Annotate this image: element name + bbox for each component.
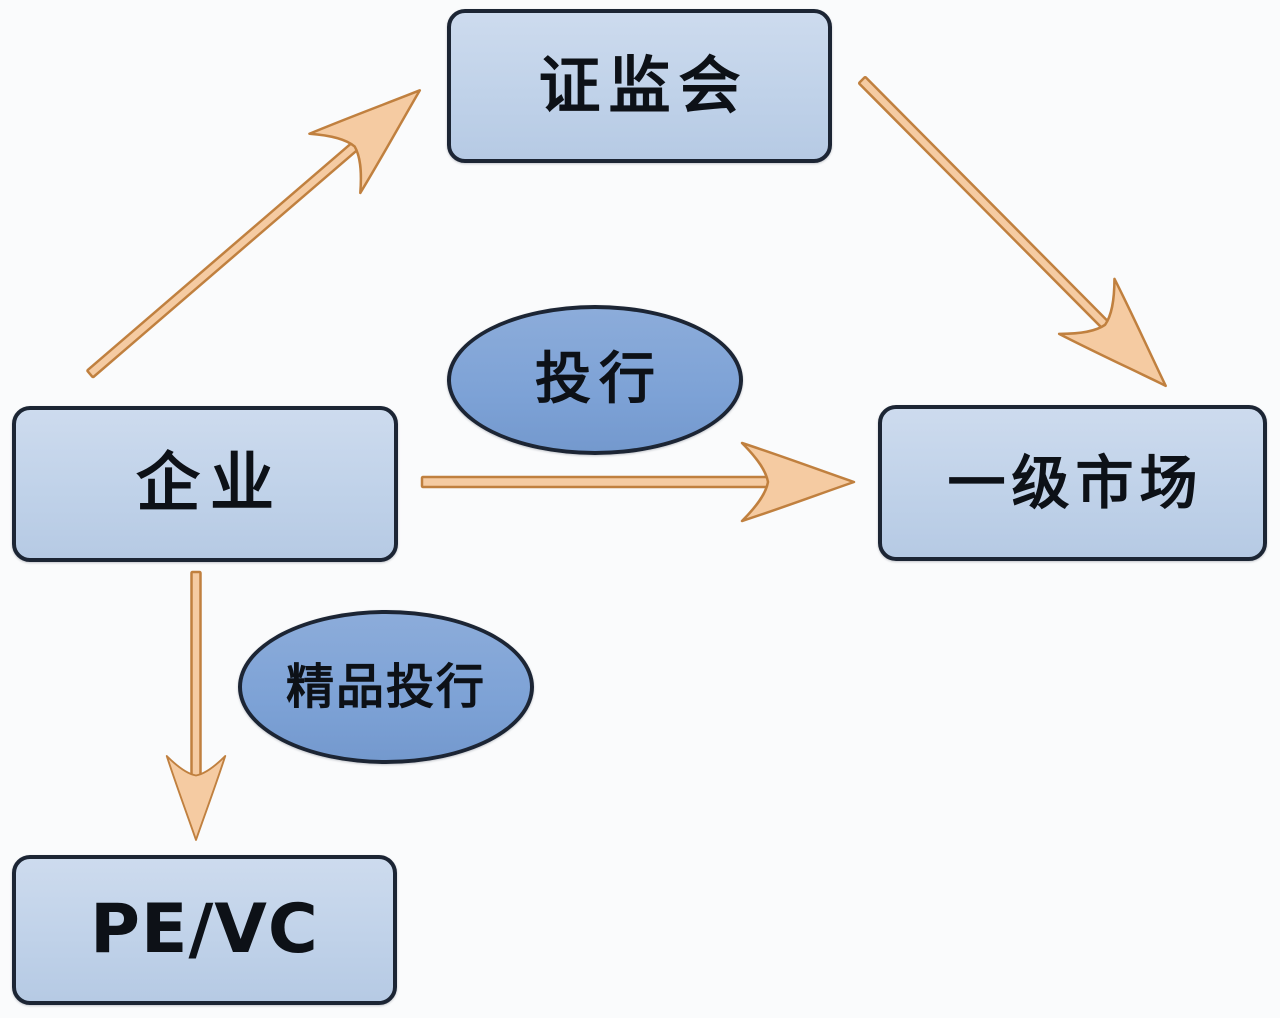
node-boutique-investment-bank-label: 精品投行 [285,659,486,715]
node-enterprise-label: 企业 [136,447,284,521]
node-csrc-label: 证监会 [538,49,749,122]
node-boutique-investment-bank: 精品投行 [238,610,534,764]
node-investment-bank-label: 投行 [535,347,663,412]
node-pevc: PE/VC [12,855,397,1005]
arrow-enterprise-to-csrc [86,59,447,379]
node-pevc-label: PE/VC [90,890,319,969]
node-csrc: 证监会 [447,9,832,163]
node-enterprise: 企业 [12,406,398,562]
arrow-enterprise-to-primary-market [420,441,856,523]
arrow-enterprise-to-pevc [165,570,227,841]
node-primary-market: 一级市场 [878,405,1267,561]
arrow-csrc-to-primary-market [857,75,1195,415]
node-investment-bank: 投行 [447,305,743,455]
node-primary-market-label: 一级市场 [947,449,1204,517]
